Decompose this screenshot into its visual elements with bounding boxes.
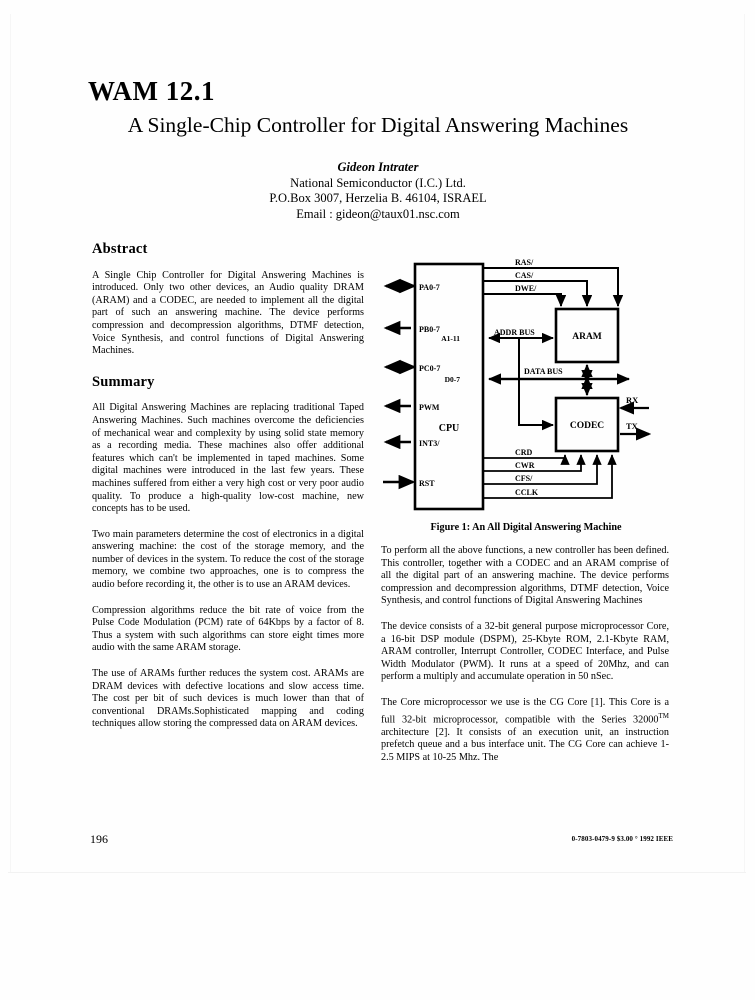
addr-bus-label: ADDR BUS [494,328,535,337]
pin-label-pc0-7: PC0-7 [419,364,440,373]
right-paragraph-3-part-a: The Core microprocessor we use is the CG… [381,696,669,725]
cpu-block-label: CPU [439,423,460,434]
signal-label-cclk: CCLK [515,488,539,497]
addr-bus [488,332,554,431]
data-bus-label: DATA BUS [524,367,563,376]
postal-address: P.O.Box 3007, Herzelia B. 46104, ISRAEL [269,191,487,205]
pin-label-pb0-7: PB0-7 [419,325,440,334]
figure-caption: Figure 1: An All Digital Answering Machi… [430,522,622,533]
author-name: Gideon Intrater [337,160,419,174]
left-column: Abstract A Single Chip Controller for Di… [92,241,364,731]
aram-block [554,307,620,364]
signal-cclk [484,454,617,499]
page-number: 196 [90,832,108,846]
trademark-superscript: TM [658,711,670,720]
signal-label-cfs: CFS/ [515,474,533,483]
signal-dwe [484,293,567,307]
figure-1-block-diagram: CPU ARAM CODEC PA0-7 PB0-7 [381,250,671,540]
signal-label-cwr: CWR [515,461,535,470]
summary-paragraph-2: Two main parameters determine the cost o… [92,528,364,591]
data-bus [487,363,631,397]
cpu-block [413,262,485,511]
signal-label-rx: RX [626,395,639,405]
pin-label-pa0-7: PA0-7 [419,283,440,292]
session-id: WAM 12.1 [88,76,215,106]
block-diagram-svg: CPU ARAM CODEC PA0-7 PB0-7 [383,258,652,511]
codec-block-label: CODEC [570,421,604,431]
signal-label-dwe: DWE/ [515,284,537,293]
scan-edge-left [10,14,11,872]
signal-label-ras: RAS/ [515,258,534,267]
pin-label-rst: RST [419,479,435,488]
signal-crd [484,454,570,465]
right-column: To perform all the above functions, a ne… [381,545,669,764]
pin-label-int3: INT3/ [419,439,440,448]
scan-edge-bottom [8,872,746,873]
email-address: Email : gideon@taux01.nsc.com [296,206,460,221]
codec-block [554,396,620,453]
summary-paragraph-3: Compression algorithms reduce the bit ra… [92,604,364,654]
right-paragraph-3-part-b: architecture [2]. It consists of an exec… [381,726,669,763]
right-paragraph-2: The device consists of a 32-bit general … [381,620,669,683]
signal-label-crd: CRD [515,448,533,457]
summary-heading: Summary [92,373,155,390]
signal-ras [484,267,624,307]
right-paragraph-3: The Core microprocessor we use is the CG… [381,697,669,764]
signal-cfs [484,454,602,485]
abstract-heading: Abstract [92,241,148,257]
abstract-paragraph: A Single Chip Controller for Digital Ans… [92,269,364,357]
signal-label-tx: TX [626,421,639,431]
byline: Gideon Intrater National Semiconductor (… [88,160,668,222]
right-paragraph-1: To perform all the above functions, a ne… [381,545,669,607]
pin-label-a1-11: A1-11 [441,334,460,343]
scan-edge-right [744,14,745,872]
summary-paragraph-1: All Digital Answering Machines are repla… [92,402,364,515]
affiliation: National Semiconductor (I.C.) Ltd. [290,175,466,190]
signal-cwr [484,454,586,472]
pin-label-pwm: PWM [419,403,440,412]
page-title: A Single-Chip Controller for Digital Ans… [127,113,629,137]
summary-paragraph-4: The use of ARAMs further reduces the sys… [92,668,364,730]
signal-cas [484,280,593,307]
signal-label-cas: CAS/ [515,271,534,280]
copyright-notice: 0-7803-0479-9 $3.00 ° 1992 IEEE [571,835,673,843]
pin-label-d0-7: D0-7 [445,375,461,384]
aram-block-label: ARAM [572,332,602,342]
